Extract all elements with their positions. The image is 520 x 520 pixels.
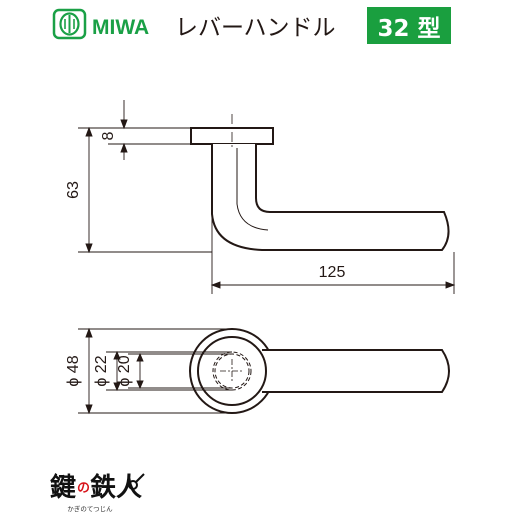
kagi-no-tetsujin-logo: 鍵 の 鉄人 かぎのてつじん bbox=[50, 472, 145, 513]
dim-rose-thickness-label: 8 bbox=[100, 131, 117, 140]
dim-inner-diameter-2-label: ϕ 20 bbox=[116, 355, 133, 386]
logo-particle: の bbox=[77, 481, 90, 496]
dim-length-label: 125 bbox=[319, 264, 346, 281]
logo-kanji-left: 鍵 bbox=[50, 472, 76, 503]
miwa-logo: MIWA bbox=[52, 8, 149, 40]
logo-reading: かぎのてつじん bbox=[67, 504, 113, 513]
lever-bar bbox=[262, 349, 450, 393]
lever-body bbox=[211, 144, 450, 251]
side-view bbox=[78, 100, 456, 294]
dim-rose-diameter bbox=[78, 327, 232, 415]
model-badge: 32 型 bbox=[367, 7, 451, 44]
dim-inner-diameter-1-label: ϕ 22 bbox=[93, 355, 110, 386]
brand-name: MIWA bbox=[92, 16, 149, 39]
front-view bbox=[78, 327, 450, 415]
product-name: レバーハンドル bbox=[175, 15, 336, 41]
dim-length bbox=[210, 216, 456, 294]
dim-height-label: 63 bbox=[65, 181, 82, 199]
dim-inner-diameter-1 bbox=[106, 350, 232, 392]
miwa-logo-icon bbox=[52, 8, 87, 40]
dim-inner-diameter-2 bbox=[128, 352, 232, 390]
dim-rose-thickness bbox=[108, 100, 190, 160]
logo-kanji-right: 鉄人 bbox=[90, 472, 142, 503]
dim-height bbox=[78, 126, 212, 254]
key-icon bbox=[128, 473, 145, 490]
lever-shade-line bbox=[236, 148, 269, 231]
model-badge-text: 32 型 bbox=[377, 16, 440, 42]
dim-rose-diameter-label: ϕ 48 bbox=[65, 355, 82, 386]
